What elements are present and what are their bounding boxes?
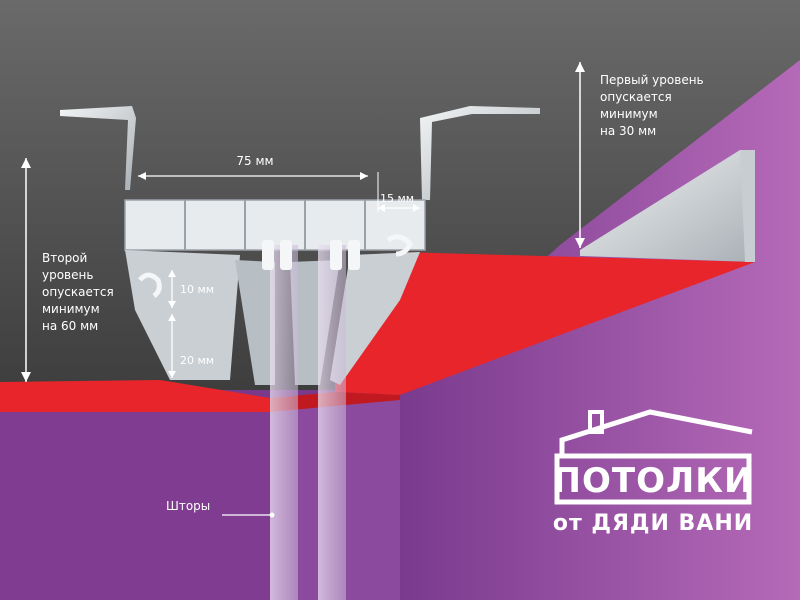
dimension-15mm-label: 15 мм [380, 192, 414, 205]
logo-line-2: от ДЯДИ ВАНИ [553, 511, 753, 536]
profile-top-left-flange [60, 106, 136, 190]
first-level-line-4: на 30 мм [600, 124, 656, 138]
second-level-arrow [21, 158, 31, 382]
logo-line-1: ПОТОЛКИ [553, 461, 754, 501]
harpoon-clip-right [386, 234, 413, 257]
second-level-red-panel [0, 380, 270, 412]
profile-center-channel-left [235, 260, 275, 385]
company-logo: ПОТОЛКИ от ДЯДИ ВАНИ [553, 409, 754, 536]
second-level-line-2: уровень [42, 268, 93, 282]
wall-profile-edge [740, 150, 755, 262]
curtains-label: Шторы [166, 499, 210, 513]
second-level-line-3: опускается [42, 285, 114, 299]
first-level-line-2: опускается [600, 90, 672, 104]
dimension-10mm-label: 10 мм [180, 283, 214, 296]
left-wall [0, 410, 270, 600]
curtain-right [318, 245, 346, 600]
profile-body [124, 199, 426, 251]
first-level-arrow [575, 62, 585, 248]
logo-roof-icon [559, 409, 753, 455]
wall-profile-rail [580, 150, 755, 262]
profile-lower-left [125, 250, 240, 380]
profile-lower-right [330, 252, 420, 385]
dimension-15mm: 15 мм [377, 172, 420, 212]
second-level-line-4: минимум [42, 302, 100, 316]
dimension-20mm-label: 20 мм [180, 354, 214, 367]
first-level-line-3: минимум [600, 107, 658, 121]
dimension-10mm: 10 мм [168, 270, 214, 308]
harpoon-clip-left [138, 272, 162, 298]
dimension-20mm: 20 мм [168, 314, 214, 378]
second-level-line-1: Второй [42, 251, 87, 265]
curtain-left [270, 245, 298, 600]
first-level-line-1: Первый уровень [600, 73, 704, 87]
dimension-75mm: 75 мм [138, 154, 368, 180]
dimension-75mm-label: 75 мм [236, 154, 273, 168]
first-level-red-panel [335, 252, 755, 395]
second-level-line-5: на 60 мм [42, 319, 98, 333]
profile-top-right-flange [420, 106, 540, 200]
